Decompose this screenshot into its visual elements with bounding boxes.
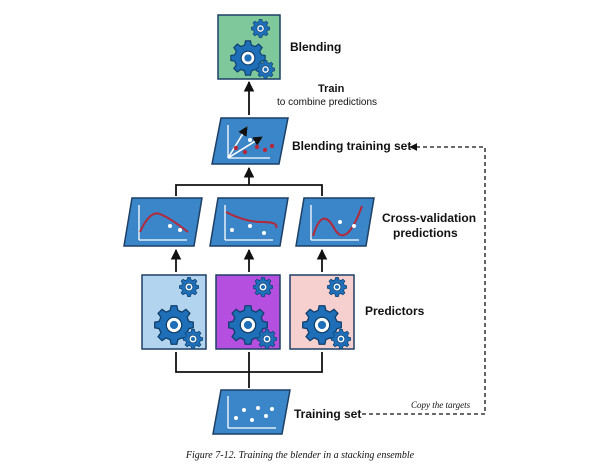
small-gear-icon bbox=[331, 329, 351, 349]
figure-caption: Figure 7-12. Training the blender in a s… bbox=[185, 450, 415, 461]
cv-prediction-panel-1 bbox=[123, 197, 203, 247]
cv-predictions-label-line2: predictions bbox=[393, 226, 458, 240]
cv-merge-connector bbox=[175, 184, 323, 196]
small-gear-icon bbox=[327, 277, 347, 297]
cv-prediction-panel-2 bbox=[209, 197, 289, 247]
small-gear-icon bbox=[253, 277, 273, 297]
small-gear-icon bbox=[183, 329, 203, 349]
blending-node bbox=[217, 14, 281, 80]
cv-predictions-label-line1: Cross-validation bbox=[382, 211, 476, 225]
predictor-1 bbox=[141, 274, 207, 350]
small-gear-icon bbox=[257, 329, 277, 349]
predictor-3 bbox=[289, 274, 355, 350]
training-set-panel bbox=[212, 389, 291, 435]
blending-training-set-panel bbox=[211, 117, 289, 165]
predictor-2 bbox=[215, 274, 281, 350]
training-set-label: Training set bbox=[294, 407, 361, 421]
train-sublabel: to combine predictions bbox=[277, 97, 377, 108]
small-gear-icon bbox=[256, 60, 275, 79]
small-gear-icon bbox=[179, 277, 199, 297]
copy-targets-label: Copy the targets bbox=[411, 400, 471, 410]
blending-training-set-label: Blending training set bbox=[292, 139, 411, 153]
copy-targets-dashed-arrow bbox=[362, 143, 486, 415]
cv-prediction-panel-3 bbox=[295, 197, 375, 247]
blending-label: Blending bbox=[290, 40, 341, 54]
train-label: Train bbox=[318, 83, 345, 95]
predictors-label: Predictors bbox=[365, 304, 425, 318]
small-gear-icon bbox=[251, 19, 270, 38]
